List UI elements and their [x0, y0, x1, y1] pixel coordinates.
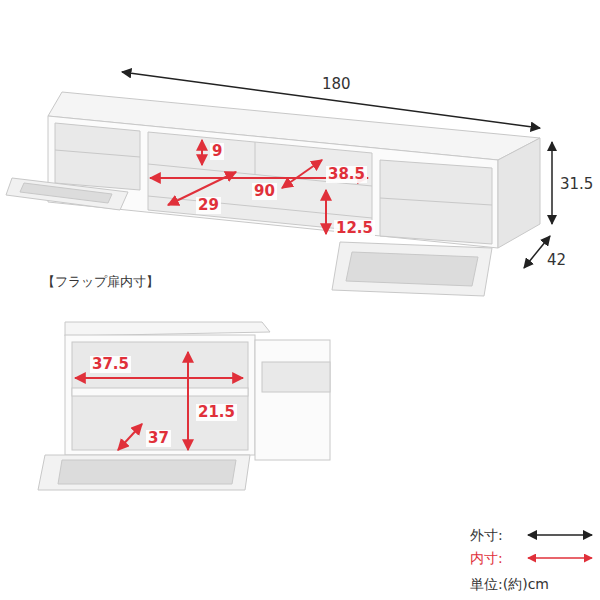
- dimension-depth: 42: [545, 252, 568, 269]
- dimension-inner: 37: [146, 430, 171, 447]
- section-title: 【フラップ扉内寸】: [40, 274, 161, 289]
- unit-note: 単位:(約)cm: [468, 576, 551, 592]
- dimension-inner: 90: [252, 183, 277, 200]
- legend-text: 外寸:: [468, 527, 505, 543]
- flap-detail: [38, 322, 330, 490]
- legend-text: 内寸:: [468, 550, 505, 566]
- dimension-inner: 9: [210, 143, 224, 160]
- cabinet: [6, 92, 540, 296]
- dimension-inner: 21.5: [196, 404, 237, 421]
- dimension-inner: 38.5: [326, 166, 367, 183]
- dimension-inner: 29: [196, 197, 221, 214]
- dimension-height: 31.5: [558, 176, 595, 193]
- legend-sample: [528, 557, 592, 559]
- dimension-inner: 12.5: [334, 220, 375, 237]
- dimension-width: 180: [320, 76, 353, 93]
- legend-sample: [528, 534, 592, 536]
- dimension-inner: 37.5: [90, 356, 131, 373]
